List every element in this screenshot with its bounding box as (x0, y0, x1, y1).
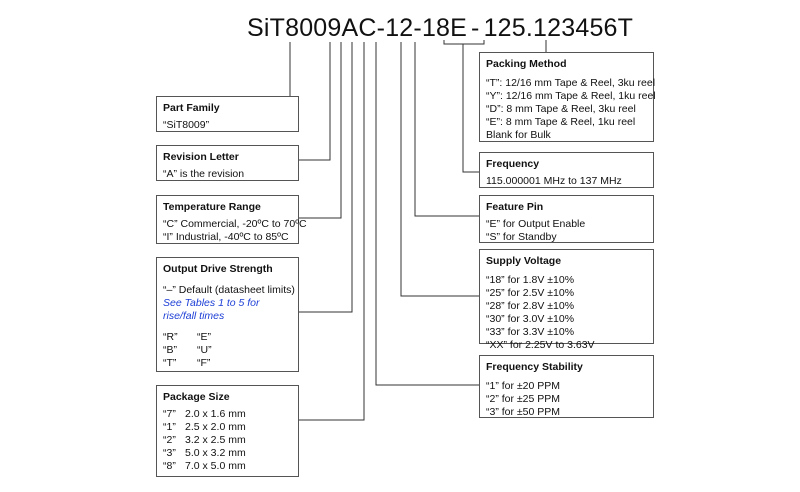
packing-method-title: Packing Method (486, 58, 567, 70)
supply-voltage-line: “25” for 2.5V ±10% (486, 287, 575, 299)
package-dim: 7.0 x 5.0 mm (185, 460, 246, 472)
supply-voltage-line: “28” for 2.8V ±10% (486, 300, 575, 312)
connector-feature-pin (414, 42, 479, 217)
connector-output-drive (299, 42, 353, 313)
code-dash-2: - (471, 14, 480, 42)
code-packing: T (617, 14, 634, 42)
package-size-box: Package Size “7” 2.0 x 1.6 mm “1” 2.5 x 2.… (156, 385, 299, 477)
temperature-line-commercial: “C” Commercial, -20ºC to 70ºC (163, 218, 307, 230)
code-feature-pin: E (450, 14, 468, 42)
temperature-range-title: Temperature Range (163, 201, 261, 213)
frequency-stability-box: Frequency Stability “1” for ±20 PPM “2” … (479, 355, 654, 418)
package-code: “3” (163, 447, 176, 459)
connector-temperature (299, 42, 342, 219)
supply-voltage-line: “33” for 3.3V ±10% (486, 326, 575, 338)
output-drive-default: “–” Default (datasheet limits) (163, 284, 295, 296)
code-temperature: C (358, 14, 377, 42)
packing-line: “Y”: 12/16 mm Tape & Reel, 1ku reel (486, 90, 656, 102)
supply-voltage-line: “30” for 3.0V ±10% (486, 313, 575, 325)
package-size-title: Package Size (163, 391, 230, 403)
temperature-line-industrial: “I” Industrial, -40ºC to 85ºC (163, 231, 289, 243)
part-number-code: SiT8009AC-12-18E-125.123456T (247, 14, 633, 43)
code-frequency-3: 5.123456 (511, 14, 618, 42)
code-package-2: 2 (399, 14, 414, 42)
revision-letter-box: Revision Letter “A” is the revision (156, 145, 299, 181)
supply-voltage-box: Supply Voltage “18” for 1.8V ±10% “25” f… (479, 249, 654, 351)
drive-code: “F” (197, 357, 211, 369)
revision-letter-line: “A” is the revision (163, 168, 245, 180)
package-code: “8” (163, 460, 176, 472)
output-drive-note: See Tables 1 to 5 for rise/fall times (163, 297, 260, 322)
code-package-1: 1 (385, 14, 400, 42)
part-family-title: Part Family (163, 102, 220, 114)
drive-code: “U” (197, 344, 212, 356)
frequency-box: Frequency 115.000001 MHz to 137 MHz (479, 152, 654, 188)
connector-frequency (443, 40, 485, 173)
frequency-stability-title: Frequency Stability (486, 361, 583, 373)
output-drive-codes: “R” “E” “B” “U” “T” “F” (163, 331, 292, 370)
drive-code: “T” (163, 357, 177, 369)
feature-pin-title: Feature Pin (486, 201, 544, 213)
package-dim: 2.0 x 1.6 mm (185, 408, 246, 420)
package-code: “2” (163, 434, 176, 446)
drive-code: “E” (197, 331, 211, 343)
part-family-box: Part Family “SiT8009” (156, 96, 299, 132)
part-family-line: “SiT8009” (163, 119, 210, 131)
drive-code: “B” (163, 344, 177, 356)
stability-line: “2” for ±25 PPM (486, 393, 561, 405)
code-frequency-1: 1 (483, 14, 498, 42)
code-drive-dash: - (376, 14, 386, 42)
package-size-rows: “7” 2.0 x 1.6 mm “1” 2.5 x 2.0 mm “2” 3.2 x… (163, 408, 292, 473)
packing-line: “E”: 8 mm Tape & Reel, 1ku reel (486, 116, 636, 128)
code-part-family: SiT8009 (247, 14, 342, 42)
package-code: “1” (163, 421, 176, 433)
package-code: “7” (163, 408, 176, 420)
packing-method-box: Packing Method “T”: 12/16 mm Tape & Reel… (479, 52, 656, 142)
drive-code: “R” (163, 331, 178, 343)
supply-voltage-line: “XX” for 2.25V to 3.63V (486, 339, 595, 351)
temperature-range-box: Temperature Range “C” Commercial, -20ºC … (156, 195, 307, 244)
code-supply-voltage: 18 (421, 14, 451, 42)
packing-line: “D”: 8 mm Tape & Reel, 3ku reel (486, 103, 636, 115)
packing-line: Blank for Bulk (486, 129, 551, 141)
supply-voltage-line: “18” for 1.8V ±10% (486, 274, 575, 286)
connector-revision (299, 42, 331, 161)
code-revision: A (341, 14, 359, 42)
connector-package-size (299, 42, 365, 421)
frequency-title: Frequency (486, 158, 540, 170)
package-dim: 5.0 x 3.2 mm (185, 447, 246, 459)
output-drive-box: Output Drive Strength “–” Default (datas… (156, 257, 299, 372)
frequency-line: 115.000001 MHz to 137 MHz (486, 175, 622, 187)
output-drive-title: Output Drive Strength (163, 263, 273, 275)
feature-pin-line: “S” for Standby (486, 231, 557, 243)
feature-pin-line: “E” for Output Enable (486, 218, 586, 230)
code-dash: - (413, 14, 422, 42)
connector-frequency-stability (375, 42, 479, 386)
stability-line: “3” for ±50 PPM (486, 406, 561, 418)
connector-supply-voltage (400, 42, 479, 297)
code-frequency-2: 2 (497, 14, 512, 42)
package-dim: 3.2 x 2.5 mm (185, 434, 246, 446)
stability-line: “1” for ±20 PPM (486, 380, 561, 392)
revision-letter-title: Revision Letter (163, 151, 239, 163)
feature-pin-box: Feature Pin “E” for Output Enable “S” fo… (479, 195, 654, 243)
supply-voltage-title: Supply Voltage (486, 255, 562, 267)
packing-line: “T”: 12/16 mm Tape & Reel, 3ku reel (486, 77, 656, 89)
package-dim: 2.5 x 2.0 mm (185, 421, 246, 433)
